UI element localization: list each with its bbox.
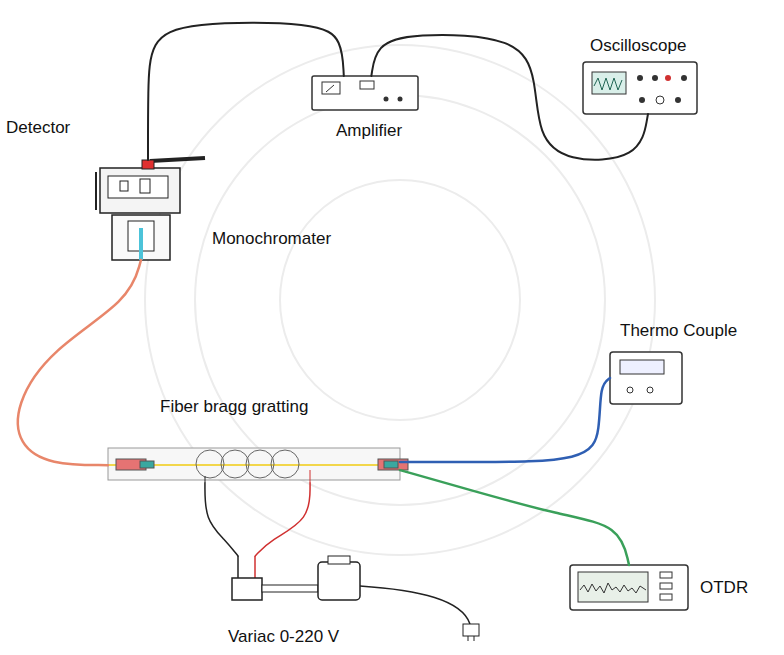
cable (205, 483, 238, 556)
device-label: OTDR (700, 578, 748, 598)
amplifier-drawing (312, 76, 418, 110)
variac-drawing-part (254, 556, 256, 578)
detector-drawing-part (150, 158, 205, 161)
cable (400, 378, 610, 462)
otdr-drawing-part (660, 572, 672, 578)
thermocouple-device: Thermo Couple (610, 352, 682, 404)
oscilloscope-drawing-part (594, 78, 622, 90)
amplifier-drawing-part (322, 82, 340, 94)
otdr-drawing (570, 565, 688, 610)
variac-device: Variac 0-220 V (228, 556, 364, 604)
fiber-bragg-grating-drawing-part (384, 461, 398, 468)
fiber-bragg-grating-drawing-part (221, 450, 249, 478)
fiber-bragg-grating-drawing-part (140, 461, 154, 468)
oscilloscope-drawing-part (675, 97, 681, 103)
fiber-bragg-grating-drawing-part (310, 470, 311, 483)
device-label: Detector (6, 118, 70, 138)
fiber-bragg-grating-drawing-part (246, 450, 274, 478)
oscilloscope-device: Oscilloscope (583, 62, 697, 114)
watermark-seal-part (195, 95, 605, 505)
monochromator-drawing-part (139, 228, 143, 260)
monochromator-device: Monochromater (112, 215, 170, 260)
amplifier-drawing-part (326, 85, 334, 92)
monochromator-drawing (112, 215, 170, 260)
otdr-drawing-part (580, 583, 646, 593)
watermark-seal-part (280, 180, 520, 420)
thermocouple-drawing (610, 352, 682, 404)
variac-drawing-part (360, 586, 470, 624)
oscilloscope-drawing-part (592, 72, 626, 94)
cable (18, 260, 141, 465)
amplifier-drawing-part (384, 97, 389, 102)
detector-drawing-part (140, 179, 150, 193)
otdr-drawing-part (660, 594, 672, 600)
oscilloscope-drawing-part (656, 96, 664, 104)
variac-drawing-part (463, 624, 479, 636)
oscilloscope-drawing-part (637, 75, 643, 81)
detector-drawing (96, 158, 205, 213)
cable (255, 483, 310, 556)
variac-drawing-part (232, 578, 262, 600)
fiber-bragg-grating: Fiber bragg gratting (108, 445, 400, 483)
device-label: Oscilloscope (590, 36, 686, 56)
detector-device: Detector (100, 160, 180, 215)
fiber-bragg-grating-drawing-part (196, 450, 224, 478)
variac-drawing-part (237, 556, 239, 578)
detector-drawing-part (100, 168, 180, 213)
otdr-device: OTDR (570, 565, 688, 610)
oscilloscope-drawing-part (652, 75, 658, 81)
variac-drawing-part (262, 585, 318, 592)
detector-drawing-part (108, 176, 168, 198)
detector-drawing-part (120, 181, 128, 191)
cable (148, 23, 344, 160)
device-label: Fiber bragg gratting (160, 397, 308, 417)
variac-drawing-part (474, 636, 475, 641)
device-label: Amplifier (336, 121, 402, 141)
amplifier-device: Amplifier (312, 76, 418, 110)
oscilloscope-drawing-part (681, 75, 687, 81)
amplifier-drawing-part (398, 97, 403, 102)
thermocouple-drawing-part (647, 387, 653, 393)
thermocouple-drawing-part (627, 387, 633, 393)
oscilloscope-drawing-part (583, 62, 697, 114)
monochromator-drawing-part (112, 215, 170, 260)
variac-drawing-part (468, 636, 469, 641)
oscilloscope-drawing (583, 62, 697, 114)
device-label: Monochromater (212, 229, 331, 249)
otdr-drawing-part (660, 583, 672, 589)
fiber-bragg-grating-drawing-part (271, 450, 299, 478)
fiber-bragg-grating-drawing-part (378, 459, 408, 470)
oscilloscope-drawing-part (639, 97, 645, 103)
amplifier-drawing-part (312, 76, 418, 110)
variac-drawing-part (318, 562, 360, 600)
device-label: Thermo Couple (620, 321, 737, 341)
thermocouple-drawing-part (610, 352, 682, 404)
variac-drawing-part (328, 556, 350, 564)
fiber-bragg-grating-drawing-part (205, 476, 206, 483)
cable (400, 470, 629, 565)
fiber-bragg-grating-drawing-part (108, 448, 400, 480)
detector-drawing-part (142, 160, 154, 169)
device-label: Variac 0-220 V (228, 627, 339, 647)
oscilloscope-drawing-part (665, 75, 671, 81)
otdr-drawing-part (570, 565, 688, 610)
amplifier-drawing-part (360, 81, 374, 89)
fiber-bragg-grating-drawing (108, 448, 408, 483)
thermocouple-drawing-part (620, 360, 664, 374)
detector-drawing-part (95, 172, 97, 210)
otdr-drawing-part (578, 572, 648, 602)
